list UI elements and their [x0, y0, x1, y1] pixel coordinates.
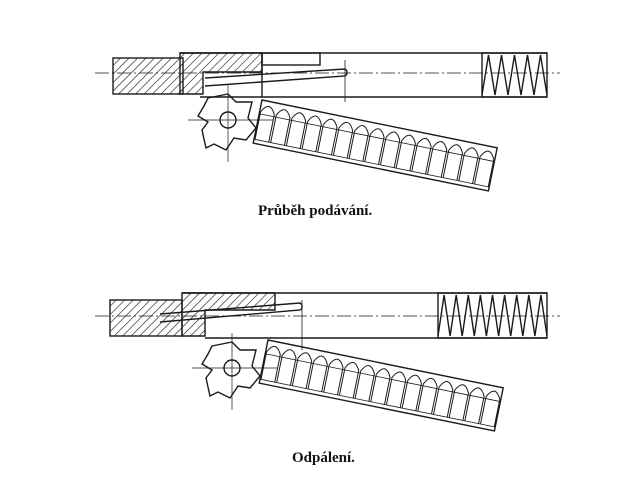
cartridge [448, 384, 469, 421]
cartridge [348, 125, 369, 162]
recoil-spring-housing [437, 292, 548, 339]
barrel [109, 299, 183, 337]
cartridge [464, 387, 485, 424]
recoil-spring [437, 294, 548, 337]
cartridge [323, 358, 344, 396]
caption-firing: Odpálení. [292, 450, 355, 466]
magazine-line [265, 353, 501, 402]
cartridge [260, 345, 281, 383]
cartridge [354, 365, 375, 402]
cartridge [458, 147, 479, 184]
cartridge [442, 144, 463, 181]
magazine-line [259, 378, 496, 428]
recoil-spring [481, 54, 548, 96]
cartridge [401, 374, 422, 411]
magazine [258, 339, 505, 432]
cartridge [379, 131, 401, 168]
magazine-body [258, 339, 505, 432]
magazine-line [253, 138, 490, 188]
magazine-line [259, 113, 495, 162]
cartridge [285, 112, 307, 149]
cartridge [411, 137, 432, 175]
cartridge [317, 118, 338, 156]
star-wheel [192, 333, 277, 410]
cartridge [254, 105, 275, 143]
cartridge [270, 109, 291, 146]
cartridge [370, 368, 391, 405]
cartridge [276, 349, 297, 386]
cartridge [307, 355, 328, 392]
star-wheel [188, 85, 273, 162]
cartridge [332, 121, 354, 159]
magazine-body [252, 99, 499, 192]
cartridge [291, 352, 313, 389]
cartridge [417, 377, 438, 415]
feeding-phase-figure [95, 52, 560, 192]
cartridge [385, 371, 407, 408]
cartridge [338, 361, 360, 399]
cartridge [395, 134, 416, 171]
breech-block [181, 292, 276, 337]
barrel [112, 57, 184, 95]
cartridge [364, 128, 385, 165]
magazine [252, 99, 499, 192]
recoil-spring-housing [481, 52, 548, 98]
cartridge [474, 150, 495, 187]
firing-phase-figure [95, 292, 560, 432]
cartridge [301, 115, 322, 152]
breech-block [179, 52, 263, 95]
cartridge [426, 141, 448, 178]
cartridge [480, 390, 501, 427]
cartridge [432, 381, 454, 418]
caption-feeding: Průběh podávání. [258, 203, 373, 219]
